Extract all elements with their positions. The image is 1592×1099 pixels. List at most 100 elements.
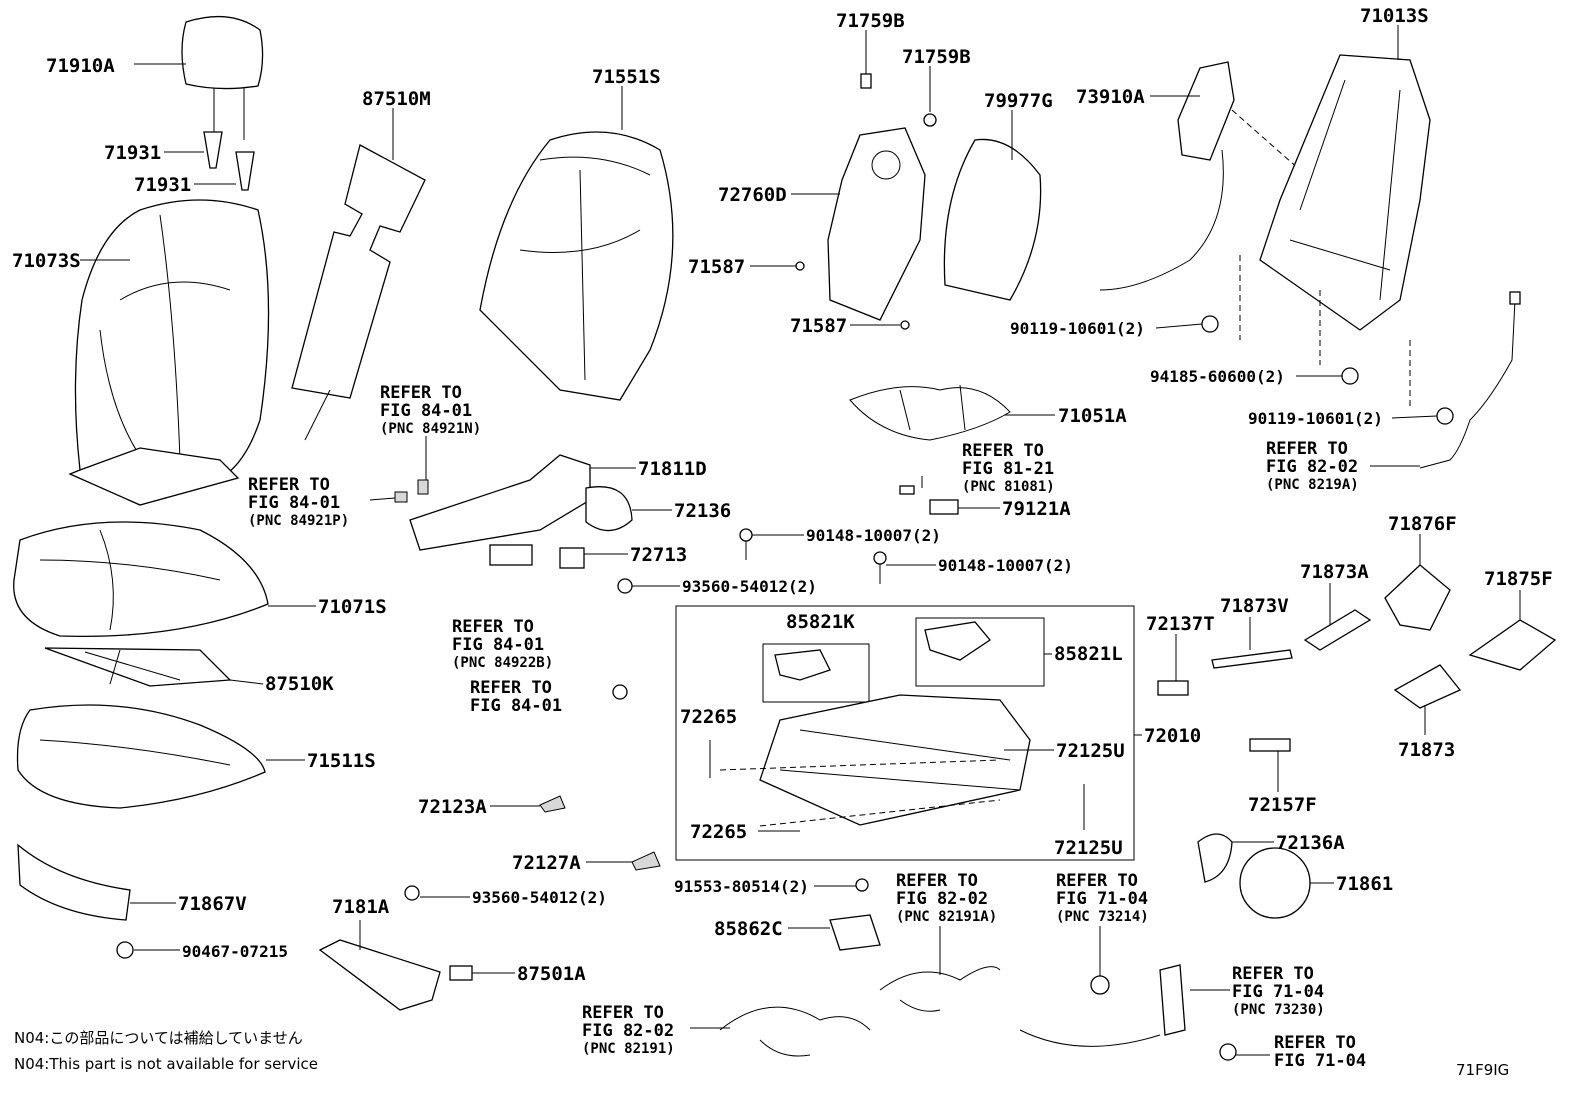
- connector-81081-drawing: [899, 485, 915, 495]
- seat-frame-box: [675, 605, 1135, 861]
- harness-82191-drawing: [719, 1006, 871, 1057]
- part-71873v-drawing: [1211, 649, 1293, 669]
- label-85821l: 85821L: [1054, 643, 1123, 665]
- figure-code: 71F9IG: [1456, 1061, 1509, 1079]
- part-72157f-drawing: [1249, 738, 1291, 752]
- label-93560-b: 93560-54012(2): [472, 888, 607, 907]
- refer-84922b: REFER TO FIG 84-01 (PNC 84922B): [452, 617, 553, 671]
- label-71931a: 71931: [104, 142, 161, 164]
- refer-line1: REFER TO: [1232, 964, 1314, 984]
- refer-line1: REFER TO: [452, 617, 534, 637]
- refer-82191: REFER TO FIG 82-02 (PNC 82191): [582, 1003, 675, 1057]
- refer-line2: FIG 71-04: [1232, 982, 1324, 1002]
- label-71910a: 71910A: [46, 55, 115, 77]
- label-71861: 71861: [1336, 873, 1393, 895]
- part-labels: 71910A 71931 71931 71073S 87510M 71551S …: [12, 5, 1553, 985]
- refer-line3: (PNC 84922B): [452, 655, 553, 671]
- clip-72123a-drawing: [539, 795, 566, 813]
- label-71759b-b: 71759B: [902, 46, 971, 68]
- label-72265-b: 72265: [690, 821, 747, 843]
- seatback-cover-drawing: [68, 199, 270, 506]
- label-72136a: 72136A: [1276, 832, 1345, 854]
- label-87501a: 87501A: [517, 963, 586, 985]
- label-90148-b: 90148-10007(2): [938, 556, 1073, 575]
- label-72760d: 72760D: [718, 184, 787, 206]
- refer-line1: REFER TO: [470, 678, 552, 698]
- leader-lines: [80, 25, 1521, 1056]
- label-72127a: 72127A: [512, 852, 581, 874]
- refer-line3: (PNC 82191): [582, 1041, 675, 1057]
- motor-85821k-box: [762, 643, 870, 703]
- label-72136: 72136: [674, 500, 731, 522]
- label-87510k: 87510K: [265, 673, 334, 695]
- label-71551s: 71551S: [592, 66, 661, 88]
- part-72136a-drawing: [1197, 833, 1233, 883]
- label-71931b: 71931: [134, 174, 191, 196]
- harness-8219a-drawing: [1419, 291, 1521, 469]
- part-71861-drawing: [1239, 847, 1311, 919]
- refer-line2: FIG 82-02: [896, 889, 988, 909]
- part-71873-drawing: [1393, 664, 1462, 709]
- label-71013s: 71013S: [1360, 5, 1429, 27]
- refer-line2: FIG 71-04: [1056, 889, 1148, 909]
- label-72137t: 72137T: [1146, 613, 1215, 635]
- refer-line1: REFER TO: [1056, 871, 1138, 891]
- motors-drawing: [774, 621, 991, 681]
- label-71511s: 71511S: [307, 750, 376, 772]
- refer-line3: (PNC 84921N): [380, 421, 481, 437]
- label-72123a: 72123A: [418, 796, 487, 818]
- label-72125u-b: 72125U: [1054, 837, 1123, 859]
- label-94185: 94185-60600(2): [1150, 367, 1285, 386]
- label-90119-a: 90119-10601(2): [1010, 319, 1145, 338]
- refer-line1: REFER TO: [380, 383, 462, 403]
- label-71073s: 71073S: [12, 250, 81, 272]
- refer-71-04: REFER TO FIG 71-04: [1274, 1033, 1366, 1071]
- refer-line1: REFER TO: [896, 871, 978, 891]
- label-73910a: 73910A: [1076, 86, 1145, 108]
- heater-87510m-drawing: [291, 144, 426, 441]
- label-72010: 72010: [1144, 725, 1201, 747]
- refer-81081: REFER TO FIG 81-21 (PNC 81081): [962, 441, 1055, 495]
- label-79121a: 79121A: [1002, 498, 1071, 520]
- refer-line1: REFER TO: [1274, 1033, 1356, 1053]
- switch-85862c-drawing: [829, 878, 881, 951]
- label-72157f: 72157F: [1248, 794, 1317, 816]
- refer-line2: FIG 82-02: [1266, 457, 1358, 477]
- headrest-drawing: [181, 16, 264, 140]
- refer-line3: (PNC 84921P): [248, 513, 349, 529]
- label-71587-a: 71587: [688, 256, 745, 278]
- label-72713: 72713: [630, 544, 687, 566]
- refer-84921n: REFER TO FIG 84-01 (PNC 84921N): [380, 383, 481, 437]
- lumbar-plate-drawing: [795, 127, 926, 330]
- heater-87510k-drawing: [44, 647, 232, 687]
- part-72137t-drawing: [1157, 680, 1189, 696]
- refer-line2: FIG 81-21: [962, 459, 1054, 479]
- label-7181a: 7181A: [332, 896, 390, 918]
- label-72265-a: 72265: [680, 706, 737, 728]
- label-72125u-a: 72125U: [1056, 740, 1125, 762]
- refer-8219a: REFER TO FIG 82-02 (PNC 8219A): [1266, 439, 1359, 493]
- refer-callouts: REFER TO FIG 84-01 (PNC 84921N) REFER TO…: [248, 383, 1366, 1071]
- refer-line1: REFER TO: [1266, 439, 1348, 459]
- refer-line3: (PNC 73214): [1056, 909, 1149, 925]
- label-71587-b: 71587: [790, 315, 847, 337]
- label-90148-a: 90148-10007(2): [806, 526, 941, 545]
- refer-line2: FIG 84-01: [248, 493, 340, 513]
- refer-line3: (PNC 8219A): [1266, 477, 1359, 493]
- clip-72127a-drawing: [631, 851, 661, 871]
- label-71759b-a: 71759B: [836, 10, 905, 32]
- pad-79977g-drawing: [943, 138, 1042, 301]
- label-90119-b: 90119-10601(2): [1248, 409, 1383, 428]
- label-85862c: 85862C: [714, 918, 783, 940]
- cushion-pad-drawing: [16, 704, 266, 809]
- note-japanese: N04:この部品については補給していません: [14, 1029, 303, 1047]
- label-87510m: 87510M: [362, 88, 431, 110]
- label-71071s: 71071S: [318, 596, 387, 618]
- bolt-90148b-drawing: [873, 551, 887, 565]
- cover-71867v-drawing: [17, 843, 131, 921]
- refer-line2: FIG 84-01: [470, 696, 562, 716]
- label-71873: 71873: [1398, 739, 1455, 761]
- refer-73230: REFER TO FIG 71-04 (PNC 73230): [1232, 964, 1325, 1018]
- harness-82191a-drawing: [879, 966, 1001, 1012]
